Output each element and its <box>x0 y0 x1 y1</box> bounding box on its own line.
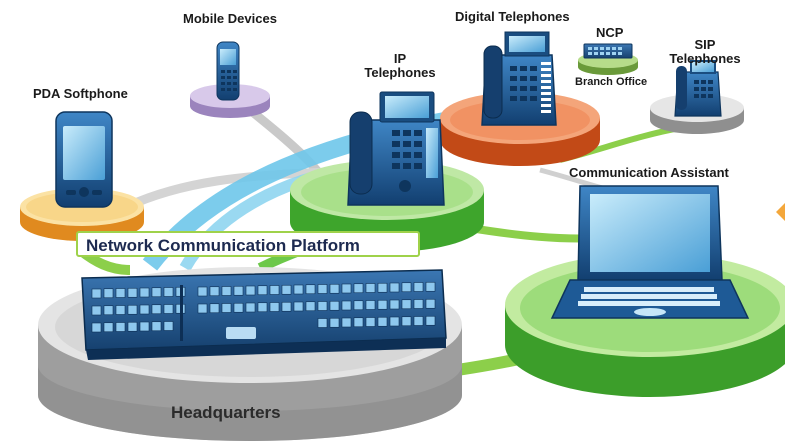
rack-port <box>115 305 126 315</box>
rack-port <box>425 315 436 326</box>
rack-port <box>233 302 244 313</box>
label-pda-softphone: PDA Softphone <box>33 86 128 101</box>
rack-port <box>341 317 352 328</box>
rack-port <box>269 302 280 312</box>
rack-port <box>317 284 328 294</box>
rack-port <box>353 283 364 294</box>
rack-port <box>245 285 256 296</box>
pda-icon <box>55 111 113 208</box>
rack-port <box>103 305 114 316</box>
rack-port <box>151 321 162 332</box>
rack-port <box>269 285 280 295</box>
rack-port <box>317 301 328 311</box>
ip-telephone-icon <box>347 91 445 206</box>
rack-port <box>91 305 102 316</box>
rack-port <box>209 303 220 314</box>
network-communication-platform-banner: Network Communication Platform <box>76 231 420 257</box>
rack-port <box>401 299 412 310</box>
communication-platform-rack-icon <box>81 269 447 360</box>
rack-port <box>163 321 174 331</box>
rack-port <box>127 304 138 315</box>
rack-port <box>305 301 316 312</box>
rack-port <box>103 322 114 333</box>
rack-port <box>257 302 268 313</box>
rack-port <box>377 316 388 327</box>
rack-port <box>353 317 364 328</box>
rack-port <box>127 287 138 298</box>
rack-port <box>293 284 304 295</box>
branch-office-unit-icon <box>583 43 633 59</box>
rack-port <box>103 288 114 299</box>
rack-port <box>365 283 376 293</box>
rack-port <box>413 282 424 292</box>
label-branch-office: Branch Office <box>575 76 648 88</box>
label-sip-telephones-line2: Telephones <box>669 51 741 67</box>
label-ip-telephones: IP Telephones <box>355 51 445 81</box>
mobile-phone-icon <box>216 41 240 101</box>
rack-port <box>413 299 424 309</box>
rack-port <box>293 301 304 312</box>
rack-port <box>221 303 232 313</box>
rack-port <box>163 287 174 297</box>
rack-port <box>221 286 232 296</box>
rack-port <box>305 284 316 295</box>
rack-port <box>209 286 220 297</box>
rack-port <box>163 304 174 314</box>
rack-port <box>389 316 400 327</box>
arrow-right-icon <box>776 203 785 221</box>
rack-port <box>425 298 436 309</box>
rack-port <box>281 284 292 295</box>
rack-port <box>329 300 340 311</box>
rack-port <box>401 316 412 327</box>
rack-port <box>127 321 138 332</box>
rack-port <box>115 322 126 332</box>
laptop-icon <box>550 185 750 319</box>
label-mobile-devices: Mobile Devices <box>183 11 277 26</box>
rack-port <box>353 300 364 311</box>
rack-port <box>197 303 208 314</box>
link-pda-to-ip <box>117 167 331 215</box>
rack-port <box>115 288 126 298</box>
rack-port <box>377 282 388 293</box>
label-communication-assistant: Communication Assistant <box>569 165 729 180</box>
rack-port <box>365 300 376 310</box>
label-ncp: NCP <box>596 25 624 40</box>
label-network-communication-platform: Network Communication Platform <box>86 236 360 255</box>
rack-port <box>91 322 102 333</box>
label-sip-telephones-line1: SIP <box>694 37 716 52</box>
rack-port <box>401 282 412 293</box>
rack-port <box>425 281 436 292</box>
rack-port <box>329 283 340 294</box>
rack-port <box>317 318 328 328</box>
sip-telephone-icon <box>674 60 722 117</box>
rack-port <box>377 299 388 310</box>
rack-port <box>413 316 424 326</box>
label-sip-telephones: SIP Telephones <box>660 37 750 67</box>
rack-port <box>197 286 208 297</box>
rack-port <box>389 282 400 293</box>
rack-port <box>139 304 150 315</box>
rack-port <box>365 317 376 327</box>
rack-port <box>91 288 102 299</box>
rack-port <box>151 287 162 298</box>
digital-telephone-icon <box>481 31 557 126</box>
rack-port <box>389 299 400 310</box>
rack-port <box>139 287 150 298</box>
rack-port <box>139 321 150 332</box>
label-ip-telephones-line2: Telephones <box>364 65 436 81</box>
rack-port <box>341 300 352 311</box>
rack-port <box>281 301 292 312</box>
rack-port <box>151 304 162 315</box>
label-headquarters: Headquarters <box>171 403 281 422</box>
rack-port <box>329 317 340 328</box>
label-digital-telephones: Digital Telephones <box>455 9 570 24</box>
rack-port <box>245 302 256 313</box>
rack-port <box>341 283 352 294</box>
label-ip-telephones-line1: IP <box>393 51 407 66</box>
rack-port <box>257 285 268 296</box>
rack-ports <box>91 281 436 333</box>
rack-port <box>233 285 244 296</box>
